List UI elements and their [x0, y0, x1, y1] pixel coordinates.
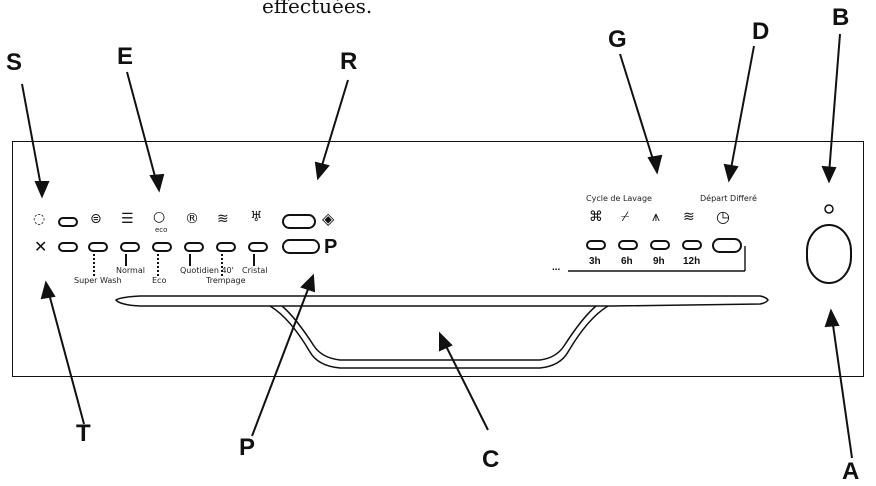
super-wash-icon: ⊜ — [90, 211, 102, 227]
arrow-g — [647, 154, 663, 175]
arrow-t — [40, 280, 56, 300]
leader-r — [319, 79, 349, 173]
callout-p: P — [239, 434, 256, 461]
arrow-r — [314, 161, 330, 181]
indicator-light-b — [824, 204, 834, 214]
program-p-label: P — [324, 236, 338, 258]
leader-a — [831, 317, 853, 459]
super-wash-button[interactable] — [88, 242, 108, 252]
arrow-p — [300, 273, 316, 293]
cycle-intensive-icon: ⌘ — [589, 209, 603, 225]
delay-clock-icon: ◷ — [716, 207, 730, 226]
cristal-button[interactable] — [248, 242, 268, 252]
delay-start-button[interactable] — [712, 238, 742, 253]
cycle-de-lavage-title: Cycle de Lavage — [586, 194, 652, 203]
callout-g: G — [608, 26, 627, 53]
timer-6h-label: 6h — [621, 256, 633, 267]
depart-differe-title: Départ Differé — [700, 194, 757, 203]
callout-s: S — [6, 49, 23, 76]
quotidien-button[interactable] — [184, 242, 204, 252]
rinse-button[interactable] — [58, 242, 78, 252]
callout-e: E — [117, 43, 134, 70]
callout-a: A — [842, 458, 860, 485]
header-text: effectuées. — [262, 0, 373, 18]
trempage-button[interactable] — [216, 242, 236, 252]
start-button[interactable] — [282, 214, 316, 229]
timer-ellipsis: ... — [552, 262, 561, 273]
quotidien-icon: ® — [185, 211, 199, 227]
leader-s — [21, 83, 43, 193]
callout-t: T — [76, 420, 91, 447]
rinse-aid-icon: ✕ — [34, 237, 48, 256]
control-panel — [12, 141, 864, 377]
eco-tag: eco — [155, 226, 168, 234]
cristal-icon: ♅ — [250, 209, 263, 225]
timer-9h-label: 9h — [653, 256, 665, 267]
program-p-button[interactable] — [282, 239, 320, 254]
normal-icon: ☰ — [121, 211, 134, 227]
arrow-a — [824, 308, 840, 328]
arrow-s — [34, 181, 50, 199]
timer-12h-button[interactable] — [682, 240, 702, 250]
arrow-d — [723, 163, 739, 183]
eco-button[interactable] — [152, 242, 172, 252]
label-super-wash: Super Wash — [74, 276, 122, 285]
arrow-c — [439, 331, 453, 352]
leader-c — [443, 341, 489, 431]
on-off-button — [806, 224, 852, 284]
leader-b — [828, 33, 841, 175]
timer-3h-label: 3h — [589, 256, 601, 267]
timer-6h-button[interactable] — [618, 240, 638, 250]
salt-indicator-icon: ◌ — [33, 211, 46, 227]
timer-9h-button[interactable] — [650, 240, 670, 250]
handle-bar — [114, 295, 769, 307]
cycle-dry-icon: ≋ — [683, 209, 695, 225]
leader-p — [251, 283, 311, 437]
trempage-icon: ≋ — [217, 211, 229, 227]
cycle-brush-icon: ⌿ — [621, 209, 630, 225]
callout-b: B — [832, 4, 850, 31]
leader-g — [619, 53, 656, 167]
label-eco: Eco — [152, 276, 167, 285]
handle-grip-inner — [281, 305, 597, 361]
half-load-button[interactable] — [58, 217, 78, 227]
handle-grip-outer — [269, 305, 609, 369]
arrow-b — [821, 165, 837, 184]
cycle-spray-icon: ⩚ — [652, 209, 660, 225]
leader-t — [47, 289, 85, 425]
leader-d — [729, 45, 755, 175]
leader-e — [126, 71, 158, 185]
label-cristal: Cristal — [242, 266, 268, 275]
label-quotidien: Quotidien 40' — [180, 266, 234, 275]
callout-d: D — [752, 18, 770, 45]
arrow-e — [149, 173, 165, 193]
timer-12h-label: 12h — [683, 256, 701, 267]
callout-c: C — [482, 446, 500, 473]
callout-r: R — [340, 48, 358, 75]
timer-3h-button[interactable] — [586, 240, 606, 250]
eco-icon: ○ — [153, 209, 166, 225]
label-normal: Normal — [116, 266, 145, 275]
label-trempage: Trempage — [206, 276, 246, 285]
start-diamond-icon: ◈ — [322, 209, 335, 228]
normal-button[interactable] — [120, 242, 140, 252]
